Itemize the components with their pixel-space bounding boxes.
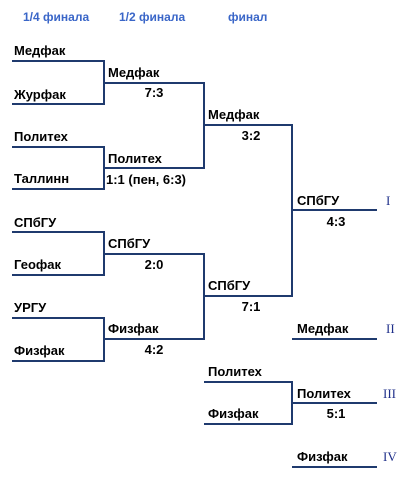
qf1-team-bottom: Журфак (13, 87, 66, 102)
qf2-team-top: Политех (14, 129, 69, 144)
qf2-winner: Политех (108, 151, 163, 166)
place-second: II (386, 321, 395, 336)
sf1-score: 3:2 (242, 128, 261, 143)
qf1-team-top: Медфак (14, 43, 66, 58)
qf1-score: 7:3 (145, 85, 164, 100)
third-match-score: 5:1 (327, 406, 346, 421)
sf1-winner: Медфак (208, 107, 260, 122)
third-match-winner: Политех (297, 386, 352, 401)
qf4-score: 4:2 (145, 342, 164, 357)
second-place-team: Медфак (297, 321, 349, 336)
header-semifinals: 1/2 финала (119, 10, 185, 24)
qf2-team-bottom: Таллинн (14, 171, 69, 186)
fourth-place-team: Физфак (297, 449, 348, 464)
place-fourth: IV (383, 449, 397, 464)
qf3-team-top: СПбГУ (14, 215, 57, 230)
sf2-score: 7:1 (242, 299, 261, 314)
final-score: 4:3 (327, 214, 346, 229)
final-connector (204, 124, 377, 297)
qf4-team-bottom: Физфак (14, 343, 65, 358)
qf3-score: 2:0 (145, 257, 164, 272)
place-third: III (383, 386, 396, 401)
qf1-winner: Медфак (108, 65, 160, 80)
qf3-winner: СПбГУ (108, 236, 151, 251)
third-match-team-bottom: Физфак (208, 406, 259, 421)
place-first: I (386, 193, 390, 208)
third-match-team-top: Политех (208, 364, 263, 379)
qf3-team-bottom: Геофак (14, 257, 61, 272)
qf4-winner: Физфак (108, 321, 159, 336)
third-match-connector (204, 381, 377, 425)
qf4-team-top: УРГУ (14, 300, 47, 315)
header-quarterfinals: 1/4 финала (23, 10, 89, 24)
final-winner: СПбГУ (297, 193, 340, 208)
sf2-winner: СПбГУ (208, 278, 251, 293)
header-final: финал (228, 10, 267, 24)
qf2-score: 1:1 (пен, 6:3) (106, 172, 186, 187)
